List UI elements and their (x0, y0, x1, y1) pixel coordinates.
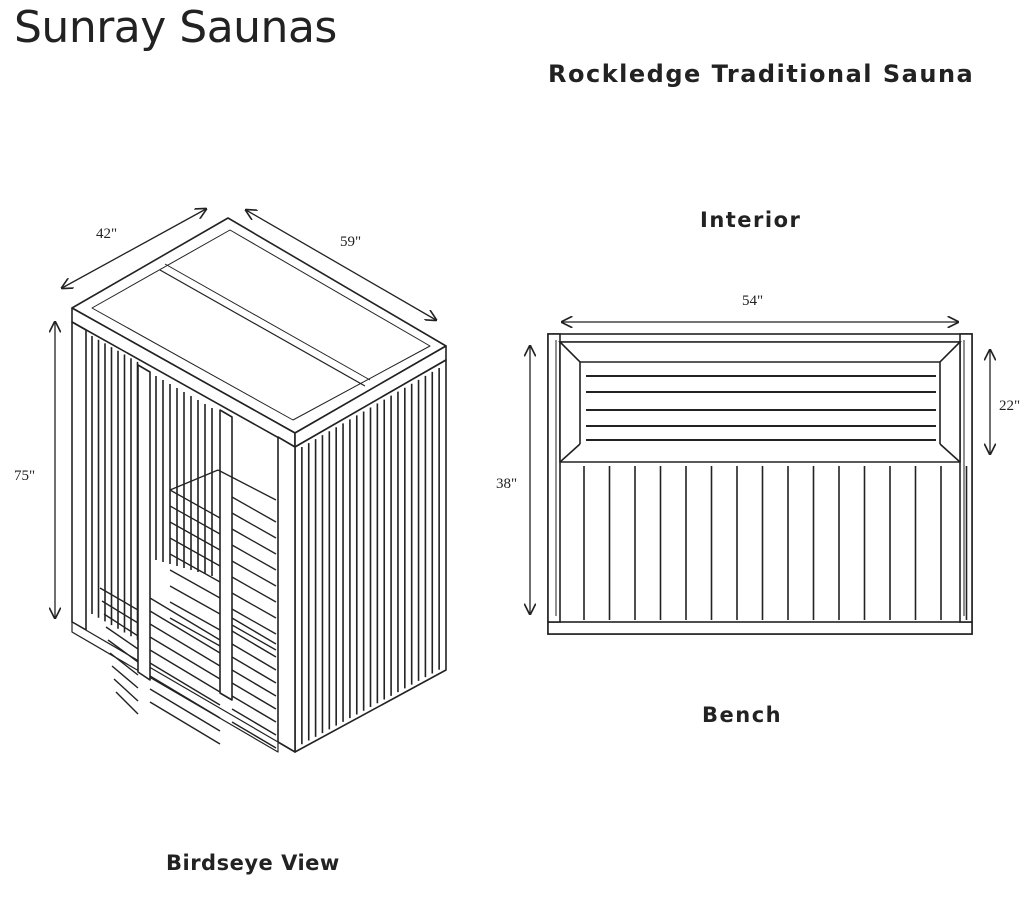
bench-top-edge (217, 469, 277, 501)
bench-line (231, 528, 277, 555)
bench-line (231, 592, 277, 619)
floor-slat (231, 617, 277, 645)
bench-line (231, 608, 277, 635)
bench-top-edge (169, 469, 219, 491)
floor-slat (149, 701, 221, 745)
floor-slat (149, 610, 221, 654)
brand-title: Sunray Saunas (14, 2, 337, 53)
floor-slat (107, 639, 139, 663)
width-dim-line (246, 210, 436, 320)
birdseye-dimensions (55, 209, 436, 618)
bench-line (169, 617, 221, 647)
bench-drawing (547, 333, 973, 635)
interior-title: Interior (700, 208, 802, 232)
bench-backrest (169, 469, 277, 651)
floor-slat (231, 643, 277, 671)
bench-line (231, 624, 277, 651)
bench-line (169, 569, 221, 599)
door-frame-left (137, 364, 151, 681)
floor-slat (109, 652, 139, 676)
bench-line (169, 489, 221, 519)
floor-slat (101, 600, 139, 624)
bench-line (169, 585, 221, 615)
floor-slat (231, 721, 277, 749)
floor-slat (149, 623, 221, 667)
bench-line (169, 505, 221, 535)
bench-front-slats (583, 466, 968, 620)
width-dim-label: 59" (340, 234, 361, 250)
bench-line (231, 512, 277, 539)
floor-slat (231, 708, 277, 736)
floor-slat (149, 675, 221, 719)
floor-slat (231, 695, 277, 723)
floor-slat (105, 626, 139, 650)
bench-line (231, 560, 277, 587)
bench-line (231, 496, 277, 523)
floor-slat (231, 656, 277, 684)
floor-slat (103, 613, 139, 637)
floor-slat (149, 662, 221, 706)
bench-dimensions (530, 322, 990, 614)
bench-line (231, 576, 277, 603)
front-right-post (277, 436, 296, 753)
backrest-slats (586, 375, 936, 441)
door-frame-mid (219, 409, 233, 701)
floor-slat (231, 682, 277, 710)
backrest-dim-label: 22" (999, 398, 1020, 414)
floor-slat (99, 587, 139, 611)
bench-line (169, 601, 221, 631)
depth-dim-label: 42" (96, 226, 117, 242)
floor-slat (149, 688, 221, 732)
birdseye-drawing (71, 217, 447, 753)
floor-slat (113, 678, 139, 702)
model-title: Rockledge Traditional Sauna (548, 60, 975, 88)
floor-slat (111, 665, 139, 689)
depth-dim-line (62, 209, 206, 288)
floor-slat (149, 649, 221, 693)
bench-height-dim-label: 38" (496, 476, 517, 492)
front-left-post (71, 321, 87, 631)
bench-line (169, 553, 221, 583)
birdseye-caption: Birdseye View (166, 851, 340, 875)
bench-caption: Bench (702, 703, 783, 727)
bench-line (169, 521, 221, 551)
floor-slats (99, 587, 277, 749)
floor-slat (149, 597, 221, 641)
left-post (547, 333, 561, 623)
floor-slat (149, 636, 221, 680)
floor-slat (115, 691, 139, 715)
right-wall-slats (301, 367, 440, 745)
bench-line (231, 544, 277, 571)
height-dim-label: 75" (14, 468, 35, 484)
floor-slat (231, 669, 277, 697)
floor-slat (231, 630, 277, 658)
base-front (71, 621, 279, 753)
bench-line (169, 537, 221, 567)
bench-width-dim-label: 54" (742, 293, 763, 309)
